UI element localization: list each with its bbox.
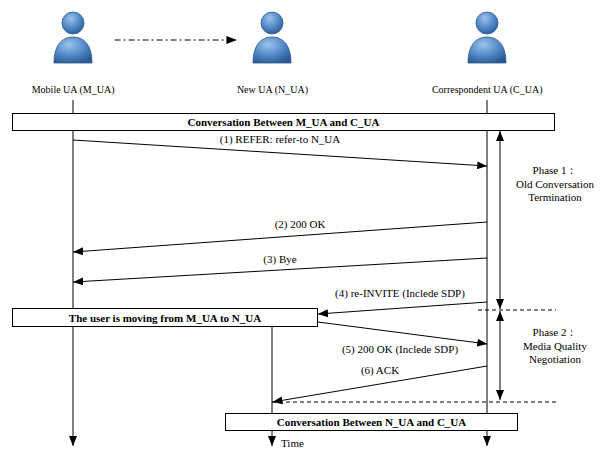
message-label: (3) Bye xyxy=(261,253,298,266)
message-arrow xyxy=(318,302,487,314)
process-box: The user is moving from M_UA to N_UA xyxy=(12,308,318,327)
box-text: The user is moving from M_UA to N_UA xyxy=(69,312,261,324)
phase-label: Old Conversation Termination xyxy=(507,178,603,204)
phase-label: Media Quality Negotiation xyxy=(507,340,603,366)
actor-node: Correspondent UA (C_UA) xyxy=(432,10,543,95)
lifeline xyxy=(73,100,74,446)
phase-divider xyxy=(272,402,556,403)
lifeline xyxy=(487,100,488,446)
process-box: Conversation Between N_UA and C_UA xyxy=(225,413,518,431)
box-text: Conversation Between M_UA and C_UA xyxy=(188,116,380,128)
person-body xyxy=(54,37,92,63)
actor-node: New UA (N_UA) xyxy=(236,10,308,95)
box-text: Conversation Between N_UA and C_UA xyxy=(277,416,466,428)
message-arrow xyxy=(115,40,237,41)
message-label: (4) re-INVITE (Inclede SDP) xyxy=(333,287,467,300)
person-head xyxy=(62,12,84,34)
phase-bracket xyxy=(500,311,501,400)
phase-bracket xyxy=(500,131,501,309)
person-head xyxy=(476,12,498,34)
phase-divider xyxy=(478,310,556,311)
message-arrow xyxy=(318,322,487,344)
person-body xyxy=(253,37,291,63)
person-head xyxy=(261,12,283,34)
process-box: Conversation Between M_UA and C_UA xyxy=(12,113,555,131)
person-icon xyxy=(250,10,294,64)
phase-label: Phase 1： xyxy=(507,164,603,177)
actor-label: New UA (N_UA) xyxy=(236,84,308,95)
axis-label: Time xyxy=(279,437,306,450)
actor-label: Mobile UA (M_UA) xyxy=(32,84,115,95)
message-label: (1) REFER: refer-to N_UA xyxy=(218,133,342,146)
person-icon xyxy=(465,10,509,64)
message-label: (2) 200 OK xyxy=(273,218,328,231)
phase-label: Phase 2： xyxy=(507,326,603,339)
person-icon xyxy=(51,10,95,64)
actor-label: Correspondent UA (C_UA) xyxy=(432,84,543,95)
message-label: (5) 200 OK (Inclede SDP) xyxy=(340,343,460,356)
person-body xyxy=(468,37,506,63)
message-label: (6) ACK xyxy=(359,364,401,377)
actor-node: Mobile UA (M_UA) xyxy=(32,10,115,95)
